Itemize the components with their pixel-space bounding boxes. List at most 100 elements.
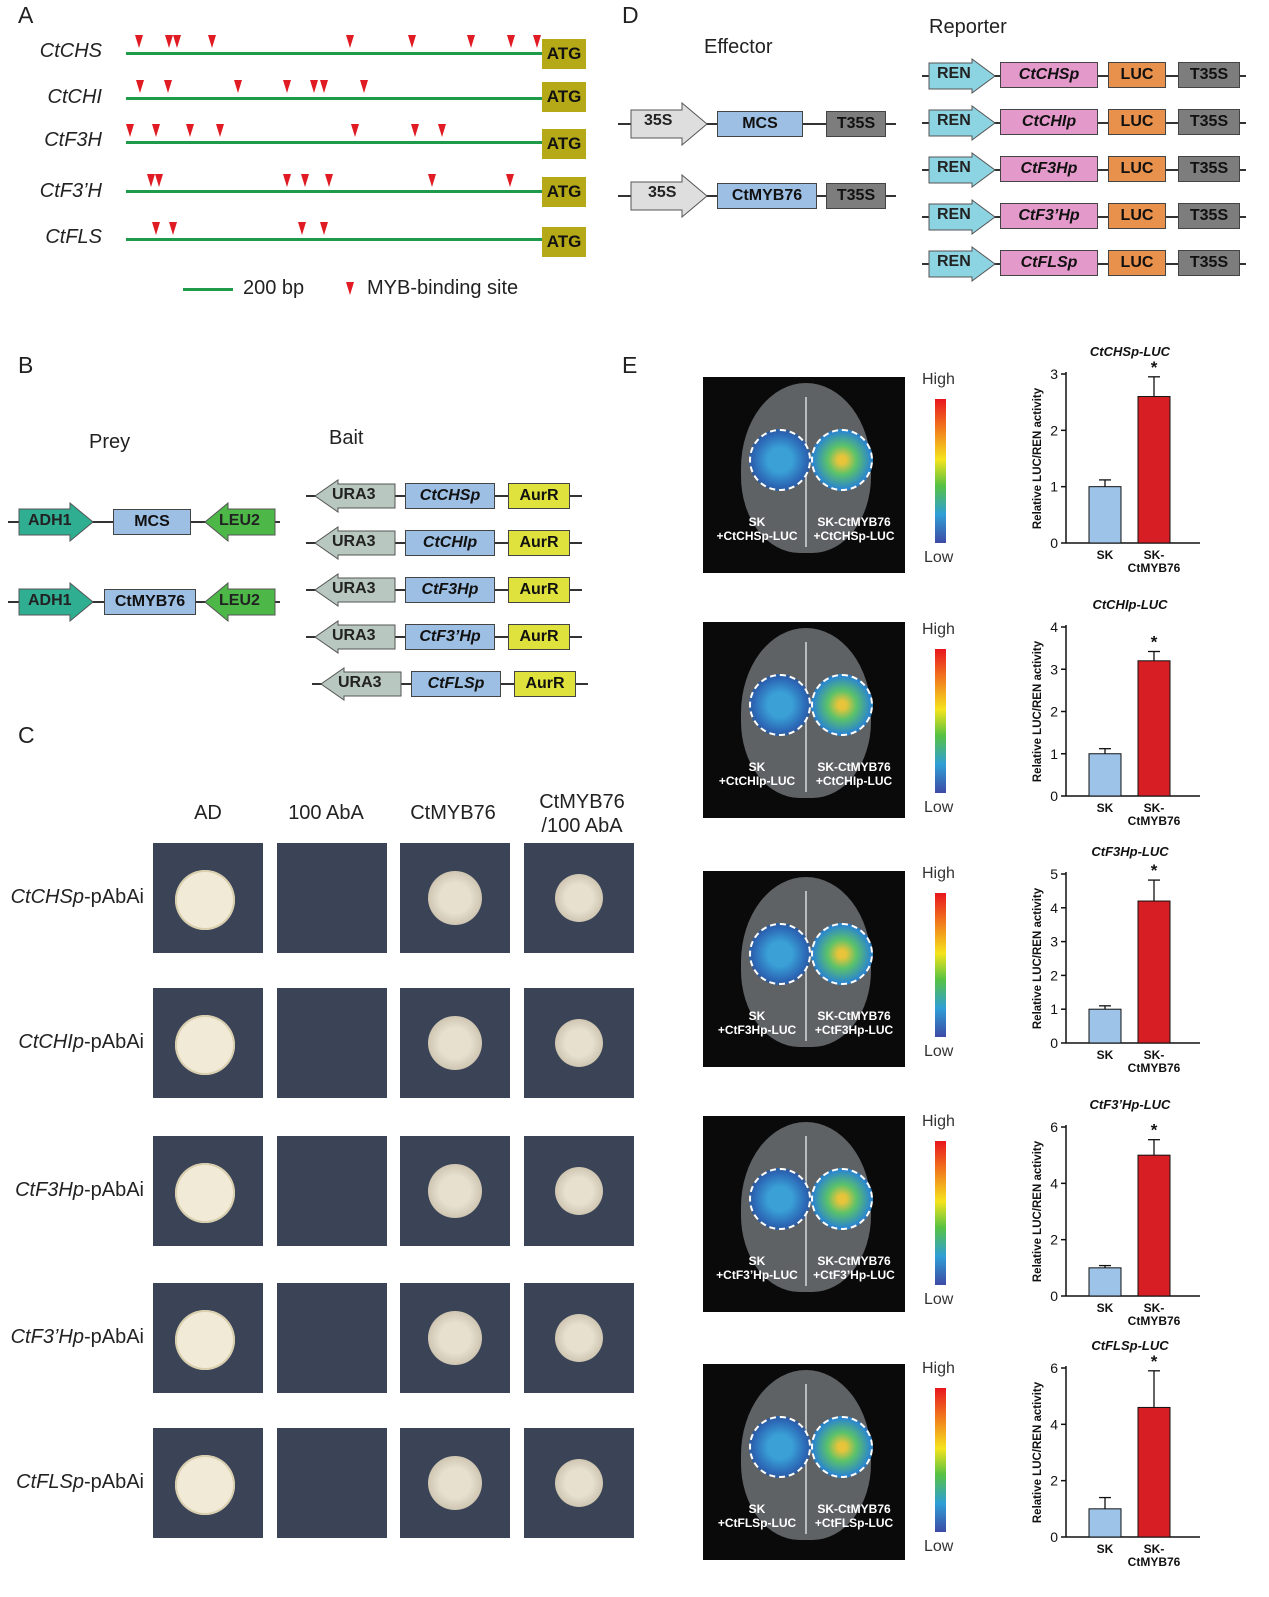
infiltration-spot-right bbox=[811, 923, 873, 985]
y-tick-label: 6 bbox=[1050, 1360, 1058, 1376]
myb-site-marker bbox=[165, 35, 173, 48]
y-tick-label: 4 bbox=[1050, 1175, 1058, 1191]
infiltration-spot-right bbox=[811, 674, 873, 736]
myb-site-marker bbox=[438, 124, 446, 137]
ura3-label: URA3 bbox=[332, 533, 376, 550]
y-tick-label: 0 bbox=[1050, 1035, 1058, 1051]
myb-site-marker bbox=[320, 222, 328, 235]
y-axis-label: Relative LUC/REN activity bbox=[1032, 1381, 1044, 1523]
significance-mark: * bbox=[1151, 358, 1158, 377]
bar bbox=[1137, 1154, 1171, 1297]
terminator-box: T35S bbox=[1178, 250, 1240, 276]
y-tick-label: 1 bbox=[1050, 1001, 1058, 1017]
chart-title: CtCHSp-LUC bbox=[1090, 344, 1171, 359]
myb-site-marker bbox=[310, 80, 318, 93]
leaf-luc-image: SK +CtF3Hp-LUC SK-CtMYB76 +CtF3Hp-LUC bbox=[703, 871, 905, 1067]
y-tick-label: 2 bbox=[1050, 1473, 1058, 1489]
aurr-box: AurR bbox=[508, 530, 570, 556]
myb-site-marker bbox=[216, 124, 224, 137]
myb-site-marker bbox=[186, 124, 194, 137]
yeast-plate bbox=[153, 1428, 263, 1538]
leaf-label-right: SK-CtMYB76 +CtFLSp-LUC bbox=[814, 1502, 894, 1530]
yeast-colony bbox=[175, 1015, 235, 1075]
bar bbox=[1088, 1267, 1122, 1297]
y-tick-label: 1 bbox=[1050, 746, 1058, 762]
infiltration-spot-left bbox=[749, 674, 811, 736]
yeast-plate bbox=[153, 988, 263, 1098]
y-axis-label: Relative LUC/REN activity bbox=[1032, 887, 1044, 1029]
ren-arrow bbox=[928, 58, 996, 94]
yeast-colony bbox=[428, 1016, 482, 1070]
x-tick-label: SK- bbox=[1144, 548, 1165, 562]
luc-box: LUC bbox=[1108, 250, 1166, 276]
yeast-plate bbox=[277, 988, 387, 1098]
x-tick-label: SK bbox=[1097, 801, 1114, 815]
myb-site-marker bbox=[301, 174, 309, 187]
infiltration-spot-left bbox=[749, 923, 811, 985]
ura3-arrow-shape bbox=[314, 573, 396, 607]
atg-box: ATG bbox=[542, 227, 586, 257]
column-header: AD bbox=[194, 802, 222, 824]
row-label-promoter: CtF3’Hp bbox=[10, 1326, 84, 1348]
row-label-suffix: -pAbAi bbox=[83, 886, 144, 908]
scale-bar bbox=[183, 288, 233, 291]
yeast-plate bbox=[400, 1136, 510, 1246]
atg-box: ATG bbox=[542, 39, 586, 69]
infiltration-spot-right bbox=[811, 429, 873, 491]
y-tick-label: 3 bbox=[1050, 934, 1058, 950]
adh1-arrow bbox=[18, 502, 94, 542]
luc-box: LUC bbox=[1108, 203, 1166, 229]
yeast-colony bbox=[555, 874, 603, 922]
y-tick-label: 2 bbox=[1050, 422, 1058, 438]
adh1-label: ADH1 bbox=[28, 512, 72, 529]
y-tick-label: 6 bbox=[1050, 1119, 1058, 1135]
x-tick-label: CtMYB76 bbox=[1128, 1314, 1181, 1328]
yeast-colony bbox=[175, 1455, 235, 1515]
y-tick-label: 3 bbox=[1050, 661, 1058, 677]
leaf-label-left: SK +CtF3Hp-LUC bbox=[717, 1009, 797, 1037]
leaf-label-left: SK +CtCHIp-LUC bbox=[718, 760, 796, 788]
terminator-box: T35S bbox=[1178, 62, 1240, 88]
x-tick-label: SK bbox=[1097, 1048, 1114, 1062]
yeast-plate bbox=[277, 1428, 387, 1538]
panel-label-d: D bbox=[622, 2, 639, 28]
ura3-label: URA3 bbox=[332, 486, 376, 503]
chart-title: CtF3Hp-LUC bbox=[1091, 844, 1169, 859]
myb-site-marker bbox=[169, 222, 177, 235]
bait-promoter-box: CtF3’Hp bbox=[405, 624, 495, 650]
row-label: CtF3’Hp-pAbAi bbox=[2, 1326, 144, 1349]
legend-myb-label: MYB-binding site bbox=[367, 277, 519, 299]
scale-high-label: High bbox=[922, 621, 955, 638]
promoter-line bbox=[126, 97, 542, 100]
ren-label: REN bbox=[937, 112, 971, 129]
gene-label: CtF3H bbox=[44, 129, 102, 151]
chart-title: CtF3’Hp-LUC bbox=[1090, 1097, 1171, 1112]
y-tick-label: 0 bbox=[1050, 1288, 1058, 1304]
yeast-colony bbox=[428, 1164, 482, 1218]
infiltration-spot-left bbox=[749, 1168, 811, 1230]
yeast-plate bbox=[153, 843, 263, 953]
myb-site-marker bbox=[283, 174, 291, 187]
adh1-label: ADH1 bbox=[28, 592, 72, 609]
prey-gene-box: MCS bbox=[113, 509, 191, 535]
infiltration-spot-left bbox=[749, 1416, 811, 1478]
leu2-arrow bbox=[204, 502, 276, 542]
myb-site-marker bbox=[428, 174, 436, 187]
ura3-arrow-shape bbox=[320, 667, 402, 701]
gene-label: CtCHS bbox=[39, 40, 102, 62]
ura3-arrow-shape bbox=[314, 620, 396, 654]
yeast-plate bbox=[524, 843, 634, 953]
yeast-plate bbox=[277, 1136, 387, 1246]
yeast-colony bbox=[175, 1163, 235, 1223]
aurr-box: AurR bbox=[508, 577, 570, 603]
prey-gene-box: CtMYB76 bbox=[104, 589, 196, 615]
promoter-label: 35S bbox=[644, 112, 673, 129]
leaf-label-right: SK-CtMYB76 +CtF3Hp-LUC bbox=[814, 1009, 894, 1037]
ura3-arrow-shape bbox=[314, 526, 396, 560]
ren-arrow bbox=[928, 199, 996, 235]
luminescence-color-scale bbox=[935, 649, 946, 793]
myb-site-marker bbox=[408, 35, 416, 48]
